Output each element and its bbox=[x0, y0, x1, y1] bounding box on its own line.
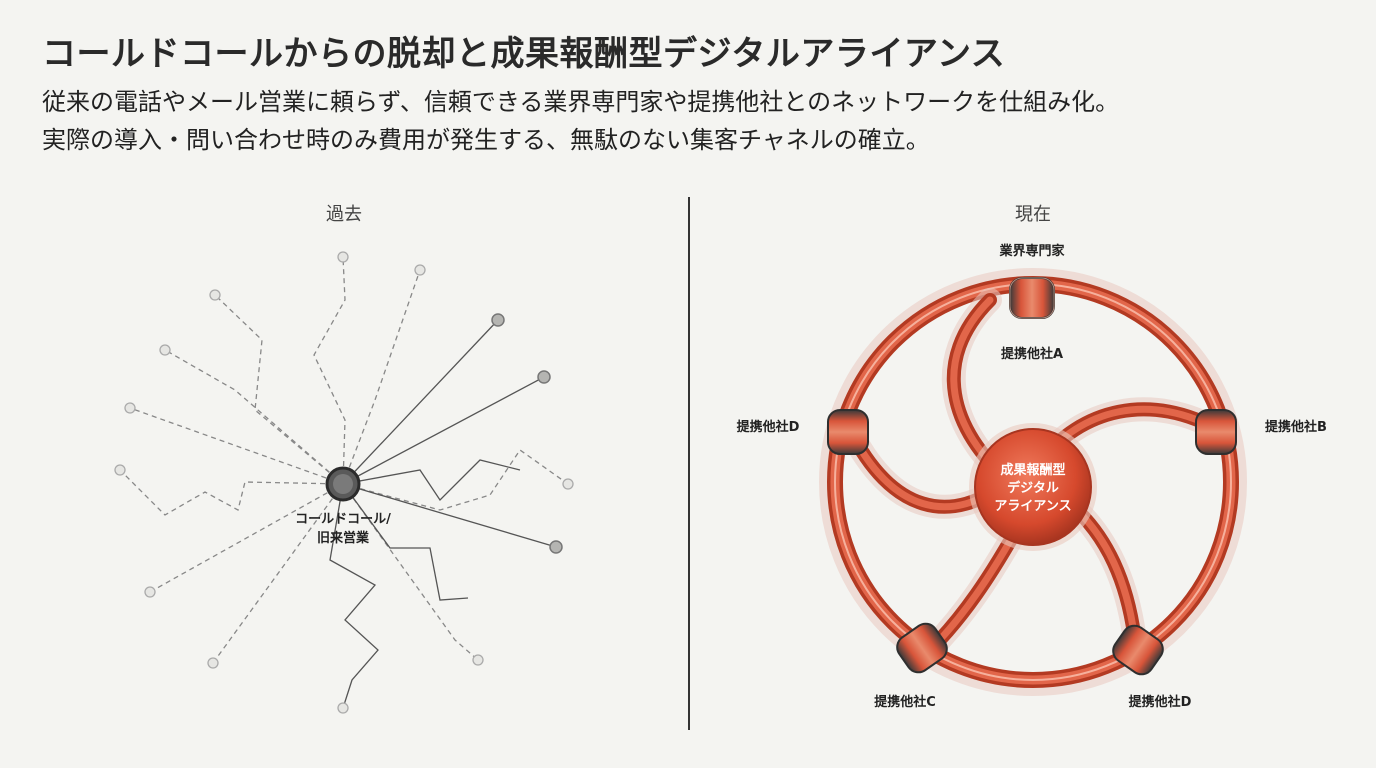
past-endpoint-solid bbox=[537, 370, 551, 384]
hub-label-3: アライアンス bbox=[994, 499, 1071, 514]
page-title: コールドコールからの脱却と成果報酬型デジタルアライアンス bbox=[42, 34, 1006, 74]
past-line-12 bbox=[342, 376, 545, 485]
past-endpoint bbox=[124, 402, 136, 414]
past-endpoint bbox=[159, 344, 171, 356]
past-line-6 bbox=[119, 469, 344, 516]
past-endpoint bbox=[472, 654, 484, 666]
alliance-hub bbox=[974, 428, 1092, 546]
past-endpoint bbox=[144, 586, 156, 598]
panel-divider bbox=[688, 197, 690, 730]
past-line-4 bbox=[164, 349, 344, 485]
past-line-3 bbox=[214, 294, 344, 485]
present-network: 成果報酬型 デジタル アライアンス 業界専門家 提携他社A 提携他社D 提携他社… bbox=[737, 243, 1327, 710]
node-label-right: 提携他社B bbox=[1265, 419, 1327, 435]
past-line-1 bbox=[313, 256, 346, 485]
past-line-2 bbox=[342, 269, 421, 485]
past-line-7 bbox=[149, 483, 344, 593]
connector-left bbox=[827, 409, 869, 455]
past-line-13 bbox=[342, 459, 521, 502]
node-label-left: 提携他社D bbox=[737, 419, 800, 435]
past-center-label-1: コールドコール/ bbox=[295, 512, 391, 527]
past-endpoint bbox=[337, 702, 349, 714]
hub-label-2: デジタル bbox=[1007, 480, 1059, 496]
past-line-9 bbox=[342, 483, 479, 661]
past-endpoint bbox=[414, 264, 426, 276]
past-endpoint bbox=[207, 657, 219, 669]
past-line-15 bbox=[329, 483, 379, 709]
hub-label-1: 成果報酬型 bbox=[1000, 462, 1065, 478]
past-line-16 bbox=[342, 483, 469, 601]
connector-bottom-left bbox=[896, 622, 948, 674]
past-line-8 bbox=[212, 483, 344, 664]
past-endpoint bbox=[209, 289, 221, 301]
past-endpoint-solid bbox=[491, 313, 505, 327]
past-endpoint-solid bbox=[549, 540, 563, 554]
past-center-label-2: 旧来営業 bbox=[317, 530, 370, 546]
past-network: コールドコール/ 旧来営業 bbox=[114, 251, 574, 714]
present-panel-label: 現在 bbox=[1015, 204, 1051, 225]
node-label-top: 業界専門家 bbox=[998, 243, 1065, 259]
node-label-inner-top: 提携他社A bbox=[1001, 346, 1063, 362]
connector-top bbox=[1009, 277, 1055, 319]
node-label-bottom-right: 提携他社D bbox=[1129, 694, 1192, 710]
past-line-5 bbox=[129, 407, 344, 485]
past-line-11 bbox=[342, 319, 499, 485]
subtitle-line-1: 従来の電話やメール営業に頼らず、信頼できる業界専門家や提携他社とのネットワークを… bbox=[42, 88, 1120, 116]
node-label-bottom-left: 提携他社C bbox=[874, 694, 936, 710]
past-line-14 bbox=[342, 483, 557, 548]
subtitle-line-2: 実際の導入・問い合わせ時のみ費用が発生する、無駄のない集客チャネルの確立。 bbox=[42, 126, 930, 154]
past-endpoint bbox=[337, 251, 349, 263]
past-panel-label: 過去 bbox=[326, 204, 362, 225]
past-endpoint bbox=[114, 464, 126, 476]
connector-right bbox=[1195, 409, 1237, 455]
connector-bottom-right bbox=[1112, 624, 1164, 676]
past-line-10 bbox=[342, 449, 569, 511]
past-endpoint bbox=[562, 478, 574, 490]
